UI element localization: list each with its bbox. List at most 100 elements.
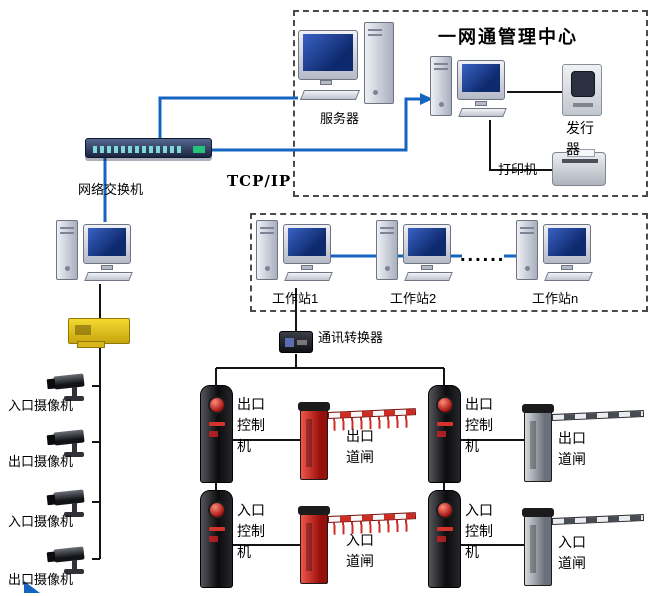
controller-led-icon xyxy=(208,396,226,414)
entry-controller-2-device xyxy=(428,490,461,588)
camera-base xyxy=(64,396,84,401)
computer-tower xyxy=(56,220,78,280)
camera-base xyxy=(64,452,84,457)
exit-camera-1-label: 出口摄像机 xyxy=(8,454,74,469)
keyboard xyxy=(284,272,333,281)
gate-housing xyxy=(298,402,330,480)
exit-camera-2 xyxy=(48,545,94,577)
camera-body xyxy=(53,429,85,446)
network-switch-device xyxy=(85,138,212,158)
computer-tower xyxy=(256,220,278,280)
video-capture-card xyxy=(68,318,130,348)
entry-controller-2-label: 入口控制机 xyxy=(465,502,493,560)
exit-camera-1 xyxy=(48,428,94,460)
server-label: 服务器 xyxy=(320,111,360,126)
gate-housing xyxy=(522,508,554,586)
exit-controller-2-device xyxy=(428,385,461,483)
entry-controller-1-device xyxy=(200,490,233,588)
management-computer xyxy=(430,56,510,120)
monitor-stand xyxy=(561,265,573,270)
monitor xyxy=(457,60,505,100)
computer-tower xyxy=(516,220,538,280)
workstation-1-label: 工作站1 xyxy=(272,291,319,306)
keyboard xyxy=(84,272,133,281)
exit-barrier-1-device xyxy=(298,402,432,486)
issuer-screen xyxy=(571,71,595,97)
entry-gate-2-label: 入口道闸 xyxy=(558,534,586,571)
monitor-stand xyxy=(475,101,487,106)
monitor-stand xyxy=(101,265,113,270)
controller-led-icon xyxy=(208,501,226,519)
server-computer xyxy=(298,22,394,110)
entry-camera-1 xyxy=(48,372,94,404)
issuer-label: 发行器 xyxy=(566,120,594,157)
workstations-box xyxy=(250,213,648,312)
computer-tower xyxy=(376,220,398,280)
arrowhead-icon xyxy=(420,93,433,105)
card-issuer-device xyxy=(562,64,602,116)
keyboard xyxy=(404,272,453,281)
management-center-box xyxy=(293,10,648,197)
protocol-label: TCP/IP xyxy=(227,172,292,190)
entry-controller-1-label: 入口控制机 xyxy=(237,502,265,560)
printer-label: 打印机 xyxy=(498,162,538,177)
switch-label: 网络交换机 xyxy=(78,182,144,197)
workstation-1-computer xyxy=(256,220,336,284)
exit-controller-1-label: 出口控制机 xyxy=(237,396,265,454)
monitor-stand xyxy=(320,80,332,85)
keyboard xyxy=(544,272,593,281)
monitor xyxy=(298,30,358,80)
diagram-title: 一网通管理中心 xyxy=(438,27,578,48)
wire-converter-bus xyxy=(215,354,445,386)
keyboard xyxy=(299,90,361,100)
entry-camera-2-label: 入口摄像机 xyxy=(8,514,74,529)
entry-gate-1-label: 入口道闸 xyxy=(346,532,374,569)
exit-gate-1-label: 出口道闸 xyxy=(346,428,374,465)
exit-controller-2-label: 出口控制机 xyxy=(465,396,493,454)
camera-base xyxy=(64,569,84,574)
exit-controller-1-device xyxy=(200,385,233,483)
camera-mount xyxy=(72,503,77,513)
camera-body xyxy=(53,373,85,390)
camera-mount xyxy=(72,387,77,397)
exit-barrier-2-device xyxy=(522,404,656,488)
gate-arm xyxy=(327,512,417,523)
computer-tower xyxy=(430,56,452,116)
keyboard xyxy=(458,108,507,117)
wire-management-printer xyxy=(489,120,552,171)
wire-switch-server xyxy=(158,96,298,140)
monitor xyxy=(83,224,131,264)
monitor-stand xyxy=(301,265,313,270)
monitor xyxy=(283,224,331,264)
camera-base xyxy=(64,512,84,517)
wire-camera-bus xyxy=(92,344,101,560)
exit-gate-2-label: 出口道闸 xyxy=(558,430,586,467)
workstation-2-computer xyxy=(376,220,456,284)
camera-mount xyxy=(72,443,77,453)
monitoring-computer xyxy=(56,220,136,284)
wire-switch-management xyxy=(212,97,420,152)
comm-converter-device xyxy=(279,331,313,353)
converter-label: 通讯转换器 xyxy=(318,330,384,345)
monitor-stand xyxy=(421,265,433,270)
entry-barrier-1-device xyxy=(298,506,432,590)
gate-housing xyxy=(298,506,330,584)
workstation-n-computer xyxy=(516,220,596,284)
workstation-n-label: 工作站n xyxy=(532,291,579,306)
gate-housing xyxy=(522,404,554,482)
entry-camera-2 xyxy=(48,488,94,520)
corner-mark xyxy=(24,581,40,593)
monitor xyxy=(403,224,451,264)
gate-arm xyxy=(551,409,645,421)
gate-arm xyxy=(551,513,645,525)
controller-led-icon xyxy=(436,501,454,519)
entry-barrier-2-device xyxy=(522,508,656,592)
printer-device xyxy=(552,149,606,186)
monitor xyxy=(543,224,591,264)
camera-mount xyxy=(72,560,77,570)
gate-arm xyxy=(327,408,417,419)
camera-body xyxy=(53,546,85,563)
controller-led-icon xyxy=(436,396,454,414)
exit-camera-2-label: 出口摄像机 xyxy=(8,572,74,587)
